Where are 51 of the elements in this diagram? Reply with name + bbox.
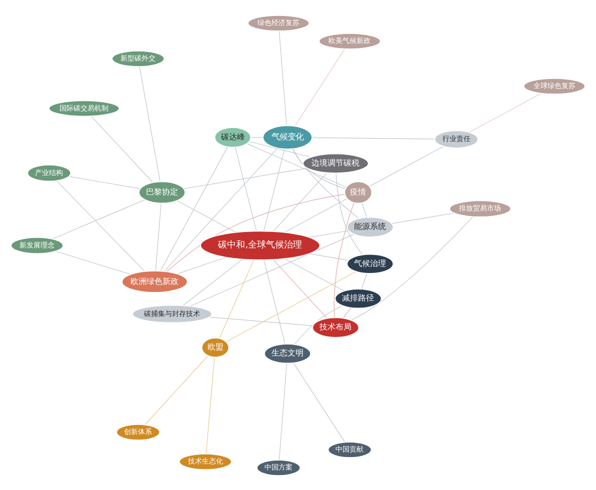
connector: [292, 148, 360, 218]
connector: [308, 230, 349, 238]
connector: [155, 202, 162, 270]
node-ellipse: 碳中和,全球气候治理: [200, 230, 320, 260]
connector: [294, 304, 343, 344]
connector: [139, 66, 160, 182]
connector: [164, 147, 278, 272]
node-ellipse: 气候变化: [262, 124, 313, 149]
connector: [160, 146, 228, 271]
connector: [246, 142, 347, 187]
connector: [248, 140, 312, 157]
connector: [52, 198, 146, 239]
connector: [342, 307, 352, 318]
connector: [392, 212, 454, 224]
connector: [334, 202, 354, 318]
connector: [278, 30, 287, 126]
connector: [166, 193, 346, 272]
connector: [361, 272, 368, 289]
connector: [144, 354, 208, 425]
connector: [362, 202, 368, 218]
connector: [264, 148, 285, 231]
connector: [369, 146, 444, 186]
connector: [56, 180, 145, 272]
connector: [309, 252, 349, 260]
connector: [278, 362, 288, 460]
connector: [293, 362, 346, 442]
connector: [284, 258, 344, 291]
connector: [468, 92, 542, 132]
connector: [177, 256, 226, 274]
connector: [292, 148, 346, 189]
connector: [312, 136, 435, 139]
connector: [226, 270, 356, 342]
connector: [177, 200, 236, 232]
connector: [219, 259, 254, 338]
connector: [182, 258, 243, 306]
connector: [91, 115, 154, 182]
connector: [55, 250, 131, 274]
connector: [272, 172, 328, 232]
connector: [206, 356, 215, 454]
connector: [208, 316, 314, 326]
connector: [250, 136, 264, 138]
connector: [264, 259, 286, 344]
connector: [273, 259, 328, 318]
connector: [350, 216, 474, 320]
connector: [336, 172, 363, 254]
connector: [294, 48, 346, 126]
connector: [190, 234, 354, 306]
connector: [184, 167, 308, 189]
connector: [68, 176, 141, 188]
connector: [234, 146, 257, 231]
connector: [284, 198, 348, 232]
